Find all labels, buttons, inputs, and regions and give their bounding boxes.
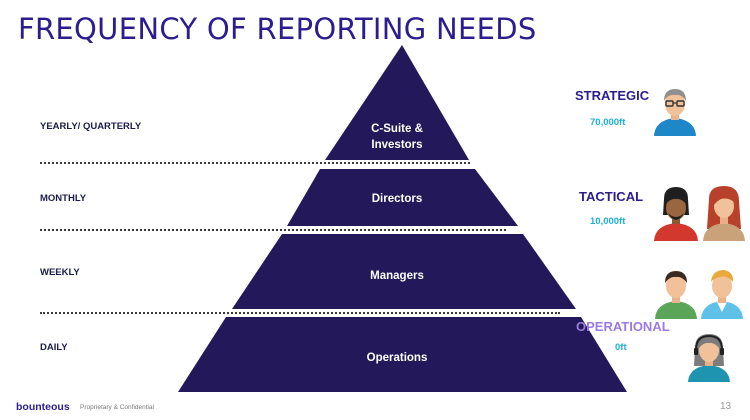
man-blue-shirt-avatar-icon — [701, 270, 743, 319]
tier-label-c-suite: C-Suite & Investors — [371, 123, 423, 151]
frequency-monthly: MONTHLY — [40, 193, 87, 204]
frequency-weekly: WEEKLY — [40, 267, 80, 278]
level-operational: OPERATIONAL — [576, 319, 670, 334]
woman-headset-avatar-icon — [688, 334, 730, 382]
frequency-yearly-quarterly: YEARLY/ QUARTERLY — [40, 121, 142, 132]
frequency-daily: DAILY — [40, 342, 68, 353]
bounteous-logo: bounteous — [16, 401, 70, 413]
level-strategic: STRATEGIC — [575, 88, 650, 103]
pyramid-tier-c-suite — [325, 45, 469, 160]
pyramid-tier-managers — [232, 234, 576, 309]
tier-label-managers: Managers — [370, 270, 424, 282]
slide-title: FREQUENCY OF REPORTING NEEDS — [18, 12, 537, 46]
altitude-strategic: 70,000ft — [590, 117, 626, 128]
man-dreadlocks-avatar-icon — [654, 187, 698, 241]
pyramid-tier-directors — [287, 169, 518, 226]
altitude-tactical: 10,000ft — [590, 216, 626, 227]
man-green-shirt-avatar-icon — [655, 271, 697, 319]
separator-line-3 — [40, 312, 560, 314]
footer-confidential: Proprietary & Confidential — [80, 404, 155, 411]
separator-line-1 — [40, 162, 470, 164]
woman-red-hair-avatar-icon — [703, 186, 745, 241]
page-number: 13 — [720, 401, 732, 412]
tier-label-operations: Operations — [366, 352, 428, 364]
level-tactical: TACTICAL — [579, 189, 644, 204]
altitude-operational: 0ft — [615, 342, 627, 353]
tier-label-directors: Directors — [371, 193, 423, 205]
pyramid-tier-operations — [178, 317, 627, 392]
separator-line-2 — [40, 229, 506, 231]
man-glasses-avatar-icon — [654, 89, 696, 136]
